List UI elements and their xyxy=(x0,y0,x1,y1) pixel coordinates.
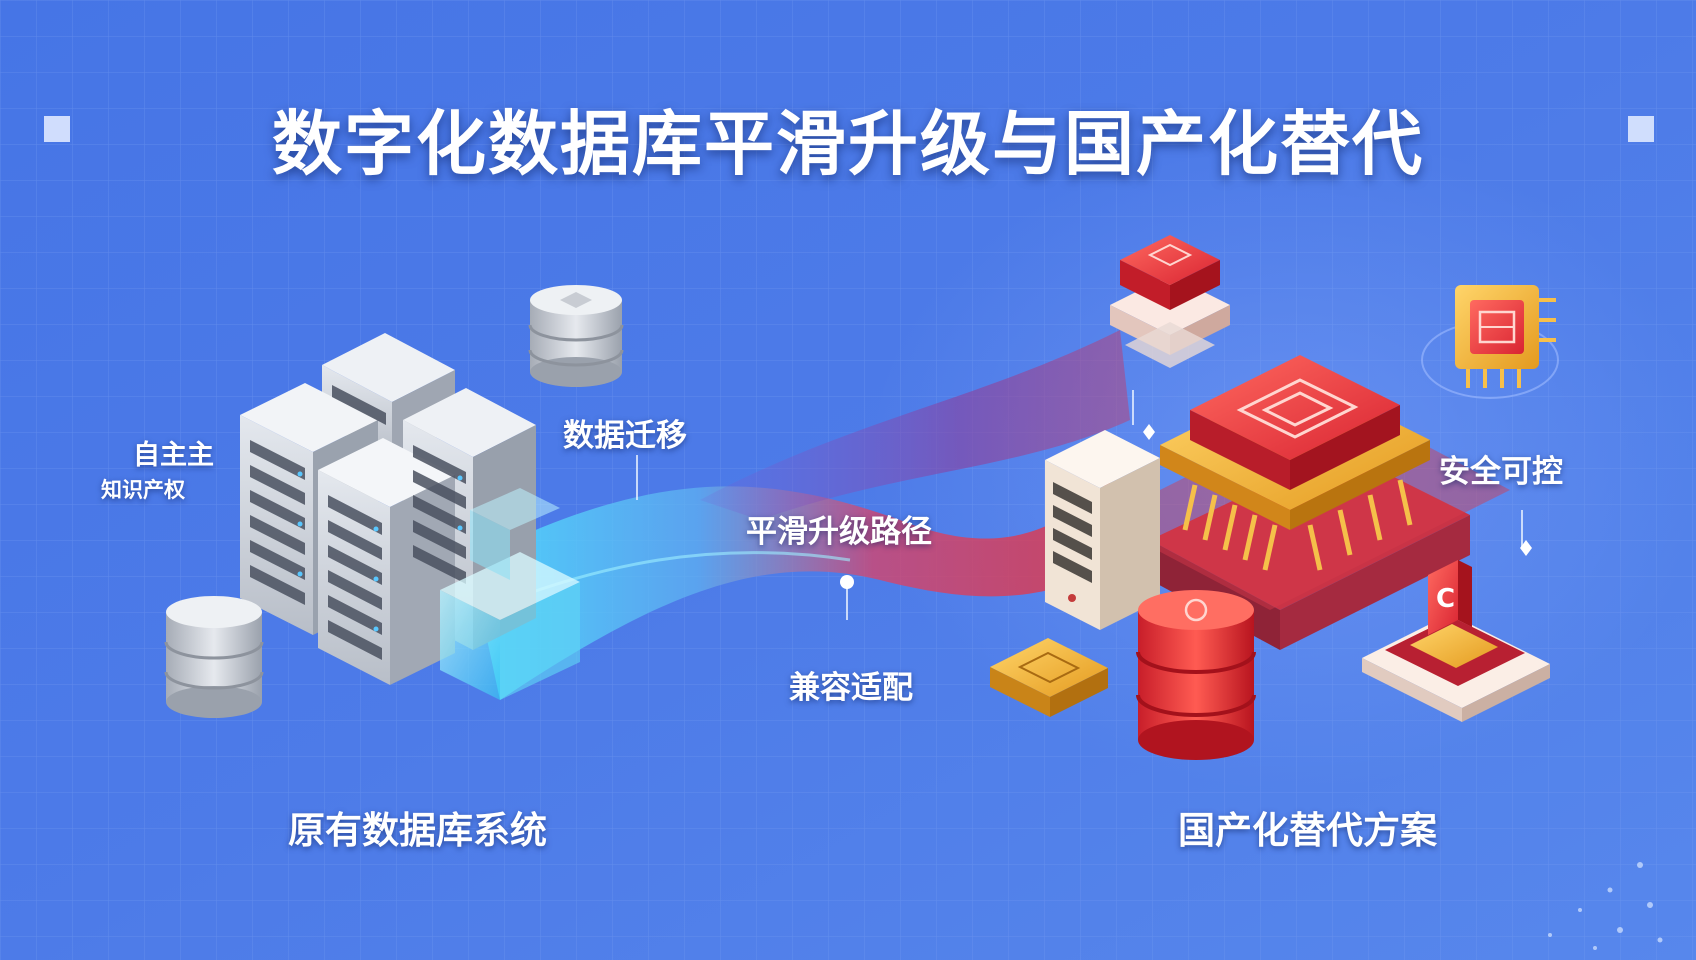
corner-square-right xyxy=(1628,116,1654,142)
svg-text:C: C xyxy=(1436,584,1455,614)
domestic-chip-module-icon: C xyxy=(1362,560,1550,722)
autonomy-label: 自主主 xyxy=(133,440,214,471)
data-migration-label: 数据迁移 xyxy=(563,418,687,454)
compat-pin-icon xyxy=(840,575,854,589)
decor-dots xyxy=(1548,862,1663,950)
compatibility-label: 兼容适配 xyxy=(789,670,913,706)
domestic-cpu-chip-icon xyxy=(1160,355,1430,571)
security-chip-icon xyxy=(1421,285,1559,399)
connector-lines xyxy=(636,390,1523,620)
server-rack-icon xyxy=(240,333,536,685)
gold-chip-icon xyxy=(990,638,1108,717)
page-title: 数字化数据库平滑升级与国产化替代 xyxy=(272,103,1424,185)
database-cylinder-icon xyxy=(164,596,264,718)
legacy-system-label: 原有数据库系统 xyxy=(288,809,547,852)
migration-block-icon xyxy=(440,488,580,700)
upgrade-path-label: 平滑升级路径 xyxy=(746,514,932,550)
corner-square-left xyxy=(44,116,70,142)
sparkle-icon xyxy=(1520,540,1532,556)
ip-label: 知识产权 xyxy=(101,478,185,502)
domestic-server-icon xyxy=(1110,235,1230,368)
domestic-solution-label: 国产化替代方案 xyxy=(1178,809,1437,852)
sparkle-icon xyxy=(1143,424,1155,440)
database-cylinder-icon xyxy=(528,285,624,387)
domestic-server-icon xyxy=(1045,430,1160,630)
domestic-database-icon xyxy=(1136,590,1256,760)
secure-controllable-label: 安全可控 xyxy=(1439,454,1563,490)
